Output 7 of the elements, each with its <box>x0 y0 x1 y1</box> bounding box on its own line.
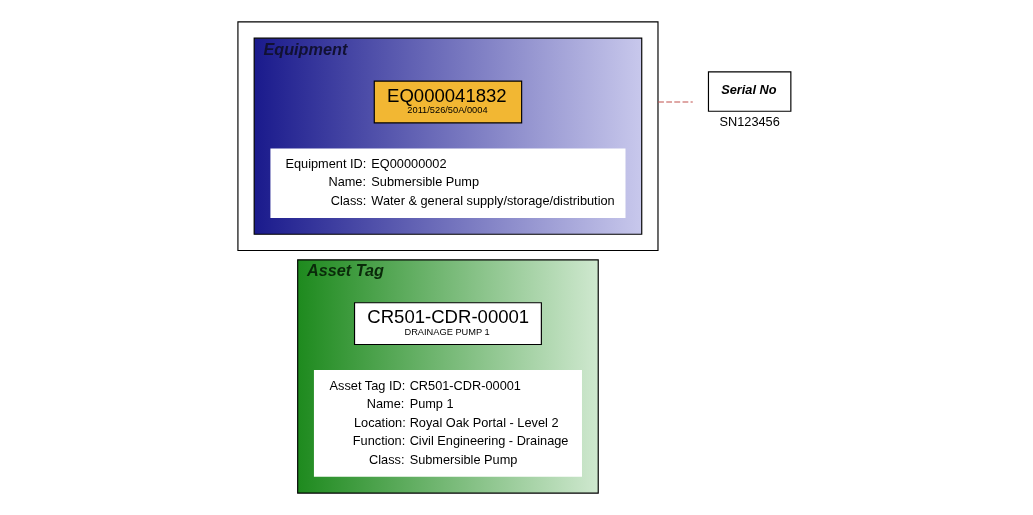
node-box: EQ000041832 2011/526/50A/0004 <box>373 80 522 124</box>
connector <box>656 101 693 103</box>
node-box: Asset Tag ID: CR501-CDR-00001 Name: Pump 1 Location: Royal Oak Portal - Level 2 Function: Civil Engineering - Drainage Class: Submersible Pump <box>313 370 582 477</box>
node-box: Equipment ID: EQ00000002 Name: Submersible Pump Class: Water & general supply/storage/distribution <box>269 148 625 219</box>
node-box: CR501-CDR-00001 DRAINAGE PUMP 1 <box>353 302 542 346</box>
cluster <box>236 21 659 252</box>
node-label: SN123456 <box>718 114 780 130</box>
